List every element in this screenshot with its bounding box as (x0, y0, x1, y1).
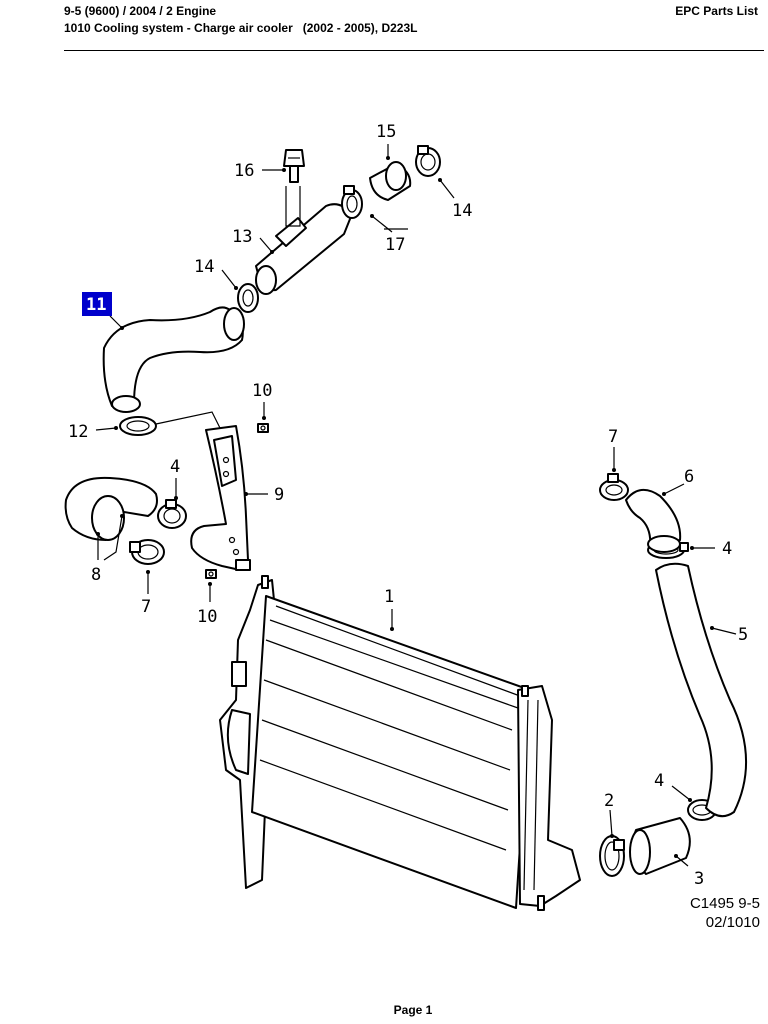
part-8-elbow-hose[interactable] (64, 476, 158, 541)
label-part-9[interactable]: 9 (274, 485, 284, 505)
leader-lines (95, 144, 737, 867)
part-10-bolt-upper[interactable] (257, 423, 269, 433)
part-16-guide-line (285, 186, 301, 227)
part-10-bolt-lower[interactable] (205, 569, 217, 579)
part-11-charge-air-hose[interactable] (102, 306, 245, 413)
part-5-charge-air-hose[interactable] (655, 562, 748, 818)
illustration-code: C1495 9-5 (690, 895, 760, 912)
part-6-elbow-hose[interactable] (625, 489, 682, 553)
label-part-1[interactable]: 1 (384, 587, 394, 607)
label-part-7-left[interactable]: 7 (141, 597, 151, 617)
label-part-15[interactable]: 15 (376, 122, 396, 142)
part-2-hose-clamp[interactable] (599, 835, 625, 877)
label-part-7-right[interactable]: 7 (608, 427, 618, 447)
illustration-section: 02/1010 (706, 914, 760, 931)
part-14-hose-clamp-right[interactable] (415, 145, 441, 177)
label-part-6[interactable]: 6 (684, 467, 694, 487)
part-9-charge-air-pipe[interactable] (190, 425, 251, 571)
label-part-12[interactable]: 12 (68, 422, 88, 442)
label-part-16[interactable]: 16 (234, 161, 254, 181)
section-title: 1010 Cooling system - Charge air cooler … (64, 21, 418, 35)
part-14-hose-clamp-left[interactable] (237, 283, 259, 313)
label-part-4-middle[interactable]: 4 (722, 539, 732, 559)
label-part-8[interactable]: 8 (91, 565, 101, 585)
model-line: 9-5 (9600) / 2004 / 2 Engine (64, 4, 217, 18)
label-part-13[interactable]: 13 (232, 227, 252, 247)
part-15-connector[interactable] (369, 161, 412, 201)
part-4-hose-clamp-left[interactable] (157, 499, 187, 529)
part-7-hose-clamp-left[interactable] (129, 539, 165, 565)
part-3-hose-connector[interactable] (629, 817, 691, 875)
part-16-bolt[interactable] (283, 149, 305, 183)
label-part-4-lower[interactable]: 4 (654, 771, 664, 791)
label-part-10-lower[interactable]: 10 (197, 607, 217, 627)
part-17-hose-clamp[interactable] (341, 185, 363, 219)
page-number: Page 1 (393, 1003, 433, 1017)
document-title: EPC Parts List (675, 4, 758, 18)
label-part-17[interactable]: 17 (385, 235, 405, 255)
header-divider (64, 50, 764, 51)
label-part-2[interactable]: 2 (604, 791, 614, 811)
part-13-charge-air-pipe[interactable] (255, 203, 353, 295)
label-part-14-right[interactable]: 14 (452, 201, 472, 221)
label-part-4-left[interactable]: 4 (170, 457, 180, 477)
part-12-hose-clamp[interactable] (119, 416, 157, 436)
part-1-intercooler[interactable] (219, 575, 581, 911)
label-part-5[interactable]: 5 (738, 625, 748, 645)
part-7-hose-clamp-right[interactable] (599, 473, 629, 501)
label-part-11[interactable]: 11 (86, 295, 106, 315)
label-part-3[interactable]: 3 (694, 869, 704, 889)
label-part-10-upper[interactable]: 10 (252, 381, 272, 401)
label-part-14-left[interactable]: 14 (194, 257, 214, 277)
part-11-highlight (82, 292, 112, 316)
part-12-to-9-link (155, 411, 221, 429)
